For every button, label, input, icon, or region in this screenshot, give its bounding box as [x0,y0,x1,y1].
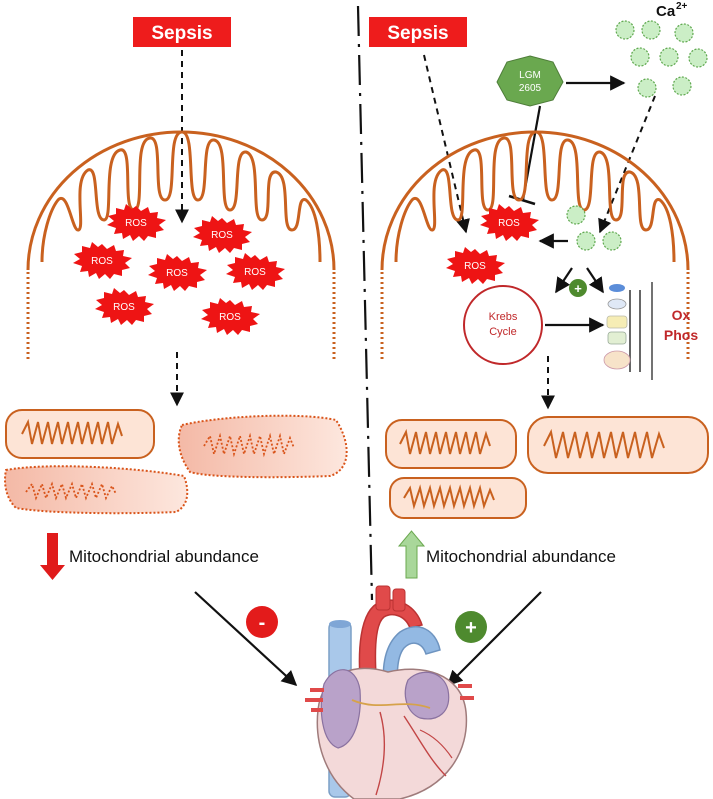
calcium-label: Ca [656,3,676,20]
svg-text:ROS: ROS [219,312,241,323]
svg-text:ROS: ROS [91,256,113,267]
calcium-ion-icon [566,205,586,225]
plus-badge: + [455,611,487,643]
calcium-ion-icon [576,231,596,251]
drug-lgm2605: LGM 2605 [496,55,564,107]
inner-calcium-cluster [566,205,622,251]
right-sepsis-text: Sepsis [387,23,448,44]
stimulate-oxphos-arrow [586,267,604,294]
increase-arrow-icon [397,530,426,579]
heart-illustration [305,585,474,799]
right-panel: Sepsis LGM 2605 Ca 2+ [369,1,709,687]
calcium-ion-icon [659,47,679,67]
svg-text:Krebs: Krebs [489,311,518,323]
left-mitochondria-group [4,409,348,515]
calcium-charge: 2+ [676,1,688,12]
krebs-cycle: Krebs Cycle [463,285,543,365]
left-sepsis-label: Sepsis [133,17,231,47]
svg-text:2605: 2605 [519,83,542,94]
calcium-ion-icon [688,48,708,68]
right-mitochondria-group [385,416,709,519]
svg-text:ROS: ROS [113,302,135,313]
ros-burst-icon: ROS [446,247,505,284]
mitochondrion-healthy-icon [5,409,155,459]
ros-burst-icon: ROS [201,298,260,335]
svg-text:-: - [259,612,266,634]
left-panel: Sepsis ROS ROS ROS ROS [4,17,348,687]
svg-text:LGM: LGM [519,70,541,81]
calcium-ion-icon [615,20,635,40]
right-sepsis-label: Sepsis [369,17,467,47]
svg-text:ROS: ROS [244,267,266,278]
svg-text:ROS: ROS [498,218,520,229]
mitochondrion-damaged-icon [177,414,348,479]
left-abundance-label: Mitochondrial abundance [69,547,259,566]
calcium-ion-icon [637,78,657,98]
ros-burst-icon: ROS [193,216,252,253]
oxphos-label-2: Phos [664,327,698,343]
mitochondrion-healthy-icon [389,477,527,519]
mitochondrion-damaged-icon [4,465,189,515]
calcium-ion-icon [602,231,622,251]
left-to-heart-arrow [194,591,298,687]
calcium-ion-cluster [615,20,708,98]
decrease-arrow-icon [40,533,65,580]
right-mitochondrion [380,130,690,360]
calcium-ion-icon [674,23,694,43]
stimulate-plus-badge: + [569,279,587,297]
svg-text:ROS: ROS [464,261,486,272]
svg-text:ROS: ROS [211,230,233,241]
calcium-ion-icon [672,76,692,96]
svg-text:ROS: ROS [125,218,147,229]
ros-burst-icon: ROS [73,242,132,279]
right-abundance-label: Mitochondrial abundance [426,547,616,566]
stimulate-krebs-arrow [555,267,573,294]
minus-badge: - [246,606,278,638]
ros-burst-icon: ROS [107,204,166,241]
ros-burst-icon: ROS [480,204,539,241]
left-mitochondrion [26,130,336,360]
calcium-ion-icon [641,20,661,40]
svg-text:ROS: ROS [166,268,188,279]
left-ros-cluster: ROS ROS ROS ROS ROS ROS [73,204,285,335]
electron-transport-chain-icon [603,284,641,372]
panel-divider [356,5,374,601]
right-to-heart-arrow [446,591,542,687]
svg-text:+: + [574,281,582,296]
ros-burst-icon: ROS [226,253,285,290]
calcium-ion-icon [630,47,650,67]
ros-burst-icon: ROS [148,254,207,291]
mitochondrion-healthy-icon [527,416,709,474]
svg-text:Cycle: Cycle [489,326,517,338]
svg-text:+: + [465,617,477,639]
right-sepsis-arrow [423,54,470,234]
left-sepsis-text: Sepsis [151,23,212,44]
oxphos-label-1: Ox [672,307,691,323]
mitochondrion-healthy-icon [385,419,517,469]
ros-burst-icon: ROS [95,288,154,325]
